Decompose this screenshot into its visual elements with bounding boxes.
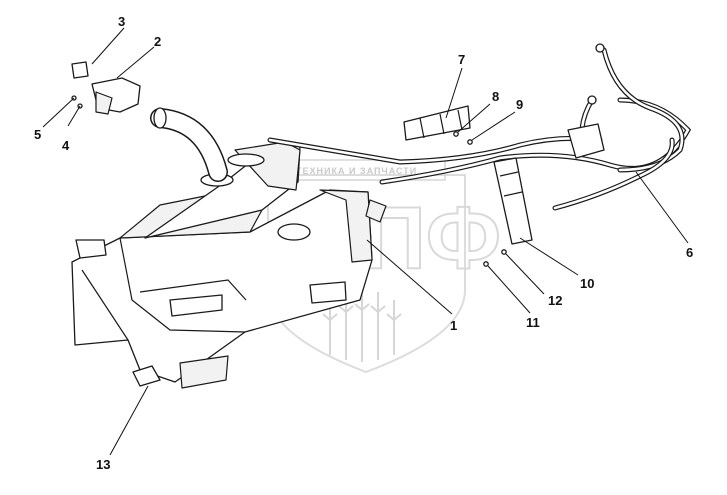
watermark-text: ТЕХНИКА И ЗАПЧАСТИ (296, 166, 417, 176)
callout-8: 8 (492, 89, 499, 104)
bracket-part (403, 105, 471, 141)
nut-part (453, 131, 459, 137)
callout-6: 6 (686, 245, 693, 260)
fuel-lines (267, 43, 692, 211)
fuel-tank (71, 141, 387, 389)
cap-part (71, 61, 89, 79)
callouts: 1 2 3 4 5 6 7 8 9 10 11 12 13 (34, 14, 693, 472)
callout-12: 12 (548, 293, 562, 308)
watermark-wheat-icon (322, 290, 402, 362)
washer-part-12 (501, 249, 507, 255)
filler-neck-housing (91, 77, 141, 115)
filler-tube (150, 107, 228, 182)
callout-13: 13 (96, 457, 110, 472)
callout-4: 4 (62, 138, 70, 153)
callout-9: 9 (516, 97, 523, 112)
bolt-part-11 (483, 261, 489, 267)
leader-lines (42, 27, 689, 456)
screw-part (467, 139, 473, 145)
callout-10: 10 (580, 276, 594, 291)
support-plate (493, 157, 533, 245)
callout-11: 11 (526, 315, 540, 330)
callout-2: 2 (154, 34, 161, 49)
callout-1: 1 (450, 318, 457, 333)
callout-5: 5 (34, 127, 41, 142)
callout-7: 7 (458, 52, 465, 67)
callout-3: 3 (118, 14, 125, 29)
